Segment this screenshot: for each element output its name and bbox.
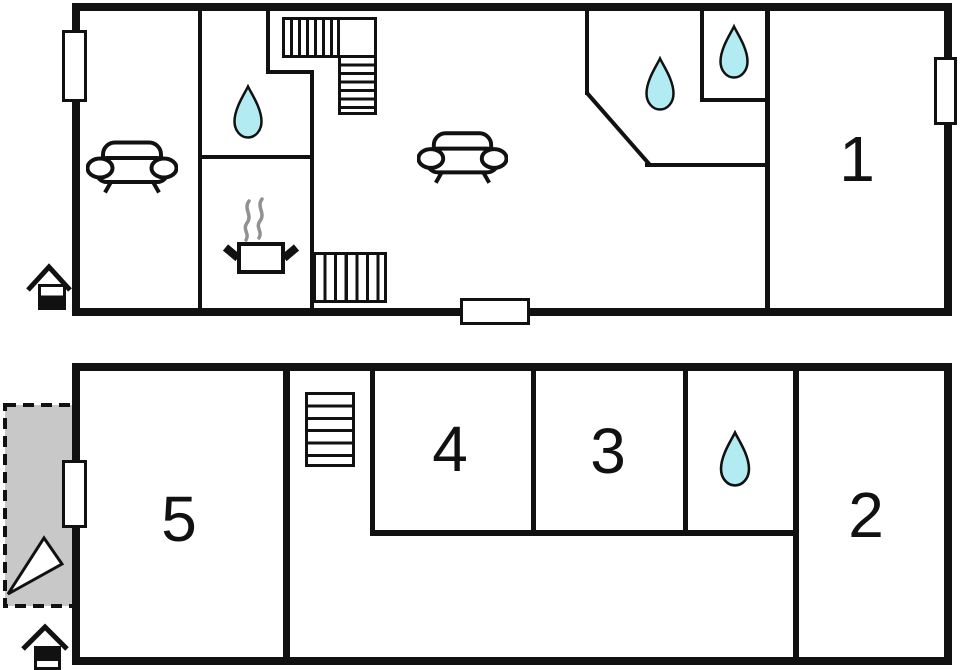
window-marker [62,460,87,528]
pot-handle [222,244,241,262]
staircase-icon [338,55,377,115]
entrance-house-icon [26,263,72,310]
staircase-landing [337,17,377,58]
interior-wall [198,155,314,159]
window-marker [934,57,957,125]
steam-icon [256,197,264,240]
diagonal-wall [585,91,652,167]
room-label: 5 [161,483,197,555]
water-drop-icon [719,430,751,487]
room-label: 2 [848,479,884,551]
entrance-house-icon [21,623,69,670]
pot-handle [281,244,300,262]
interior-wall [700,11,704,101]
interior-wall [531,371,536,536]
upper-floor-plan: 1 [62,3,957,325]
interior-wall [370,530,799,536]
interior-wall [198,11,202,308]
terrace-area [3,403,72,608]
interior-wall [765,11,770,308]
stove-pot-icon [222,197,300,274]
interior-wall [266,70,314,74]
interior-wall [585,11,589,95]
interior-wall [683,371,688,536]
interior-wall [370,371,375,536]
staircase-icon [305,392,355,467]
steam-icon [243,199,251,242]
interior-wall [310,70,314,308]
room-label: 1 [839,123,875,195]
lower-floor-plan: 5 4 3 2 [62,363,952,665]
water-drop-icon [233,84,263,139]
room-label: 3 [590,415,626,487]
interior-wall [700,98,768,102]
interior-wall [793,371,799,657]
interior-wall [266,11,270,74]
door-marker [460,298,530,325]
room-label: 4 [432,413,468,485]
staircase-icon [313,252,387,303]
water-drop-icon [645,56,675,111]
sofa-icon [86,140,178,194]
terrace-pointer-icon [6,535,65,596]
interior-wall [283,371,290,657]
water-drop-icon [719,23,749,79]
staircase-icon [282,17,340,58]
window-marker [62,30,87,102]
sofa-icon [417,131,508,184]
interior-wall [645,163,768,167]
